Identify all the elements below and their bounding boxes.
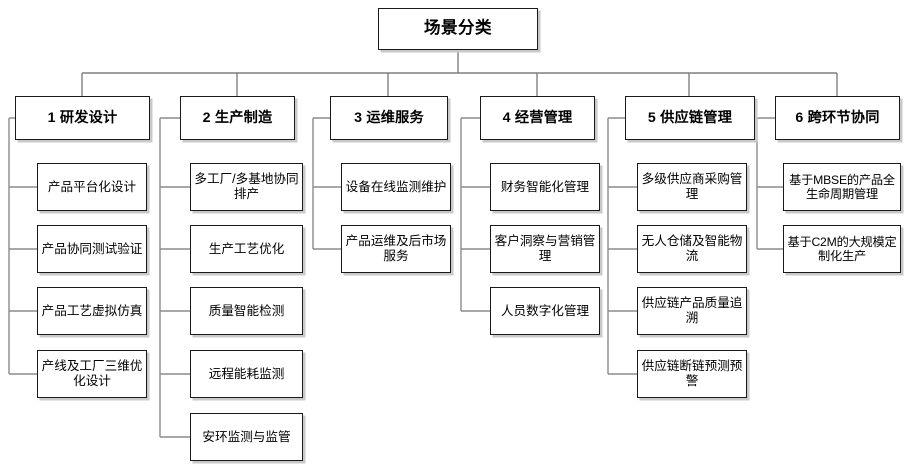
leaf-node-6-1[interactable]: 基于MBSE的产品全生命周期管理	[783, 163, 901, 211]
leaf-node-5-3[interactable]: 供应链产品质量追溯	[637, 287, 747, 335]
leaf-label: 多工厂/多基地协同排产	[194, 172, 299, 201]
category-node-1[interactable]: 1 研发设计	[15, 96, 150, 140]
leaf-label: 供应链产品质量追溯	[641, 296, 743, 325]
leaf-label: 基于MBSE的产品全生命周期管理	[789, 172, 895, 201]
root-node-label: 场景分类	[424, 19, 492, 38]
leaf-label: 产品平台化设计	[47, 179, 137, 194]
category-label: 5 供应链管理	[647, 109, 733, 126]
leaf-node-6-2[interactable]: 基于C2M的大规模定制化生产	[783, 225, 901, 273]
leaf-label: 多级供应商采购管理	[641, 172, 743, 201]
category-node-2[interactable]: 2 生产制造	[180, 96, 295, 140]
leaf-label: 质量智能检测	[208, 303, 285, 318]
leaf-label: 设备在线监测维护	[345, 179, 447, 194]
category-node-6[interactable]: 6 跨环节协同	[775, 96, 900, 140]
leaf-node-3-1[interactable]: 设备在线监测维护	[341, 163, 451, 211]
category-label: 1 研发设计	[47, 109, 118, 126]
leaf-node-1-1[interactable]: 产品平台化设计	[37, 163, 147, 211]
category-node-5[interactable]: 5 供应链管理	[625, 96, 755, 140]
root-node[interactable]: 场景分类	[378, 8, 538, 50]
leaf-label: 安环监测与监管	[202, 429, 291, 444]
leaf-label: 产品工艺虚拟仿真	[41, 303, 143, 318]
leaf-label: 供应链断链预测预警	[641, 359, 743, 388]
leaf-label: 人员数字化管理	[500, 303, 590, 318]
category-node-3[interactable]: 3 运维服务	[330, 96, 448, 140]
leaf-node-4-3[interactable]: 人员数字化管理	[490, 287, 600, 335]
leaf-node-1-2[interactable]: 产品协同测试验证	[37, 225, 147, 273]
category-node-4[interactable]: 4 经营管理	[480, 96, 595, 140]
leaf-label: 基于C2M的大规模定制化生产	[787, 234, 897, 263]
leaf-node-2-2[interactable]: 生产工艺优化	[190, 225, 303, 273]
leaf-node-2-3[interactable]: 质量智能检测	[190, 287, 303, 335]
leaf-node-2-5[interactable]: 安环监测与监管	[190, 413, 303, 461]
leaf-node-2-4[interactable]: 远程能耗监测	[190, 350, 303, 398]
leaf-label: 产品运维及后市场服务	[345, 234, 447, 263]
leaf-label: 客户洞察与营销管理	[494, 234, 596, 263]
leaf-label: 财务智能化管理	[500, 179, 590, 194]
leaf-node-5-2[interactable]: 无人仓储及智能物流	[637, 225, 747, 273]
leaf-label: 产品协同测试验证	[41, 241, 143, 256]
leaf-label: 无人仓储及智能物流	[641, 234, 743, 263]
category-label: 6 跨环节协同	[795, 109, 880, 126]
leaf-node-2-1[interactable]: 多工厂/多基地协同排产	[190, 163, 303, 211]
leaf-node-3-2[interactable]: 产品运维及后市场服务	[341, 225, 451, 273]
leaf-node-4-2[interactable]: 客户洞察与营销管理	[490, 225, 600, 273]
category-label: 3 运维服务	[354, 109, 424, 126]
category-label: 4 经营管理	[502, 109, 573, 126]
leaf-node-4-1[interactable]: 财务智能化管理	[490, 163, 600, 211]
leaf-node-1-4[interactable]: 产线及工厂三维优化设计	[37, 350, 147, 398]
leaf-node-5-1[interactable]: 多级供应商采购管理	[637, 163, 747, 211]
leaf-label: 远程能耗监测	[208, 366, 285, 381]
leaf-label: 产线及工厂三维优化设计	[41, 359, 143, 388]
category-label: 2 生产制造	[202, 109, 273, 126]
leaf-node-1-3[interactable]: 产品工艺虚拟仿真	[37, 287, 147, 335]
leaf-label: 生产工艺优化	[208, 241, 285, 256]
leaf-node-5-4[interactable]: 供应链断链预测预警	[637, 350, 747, 398]
